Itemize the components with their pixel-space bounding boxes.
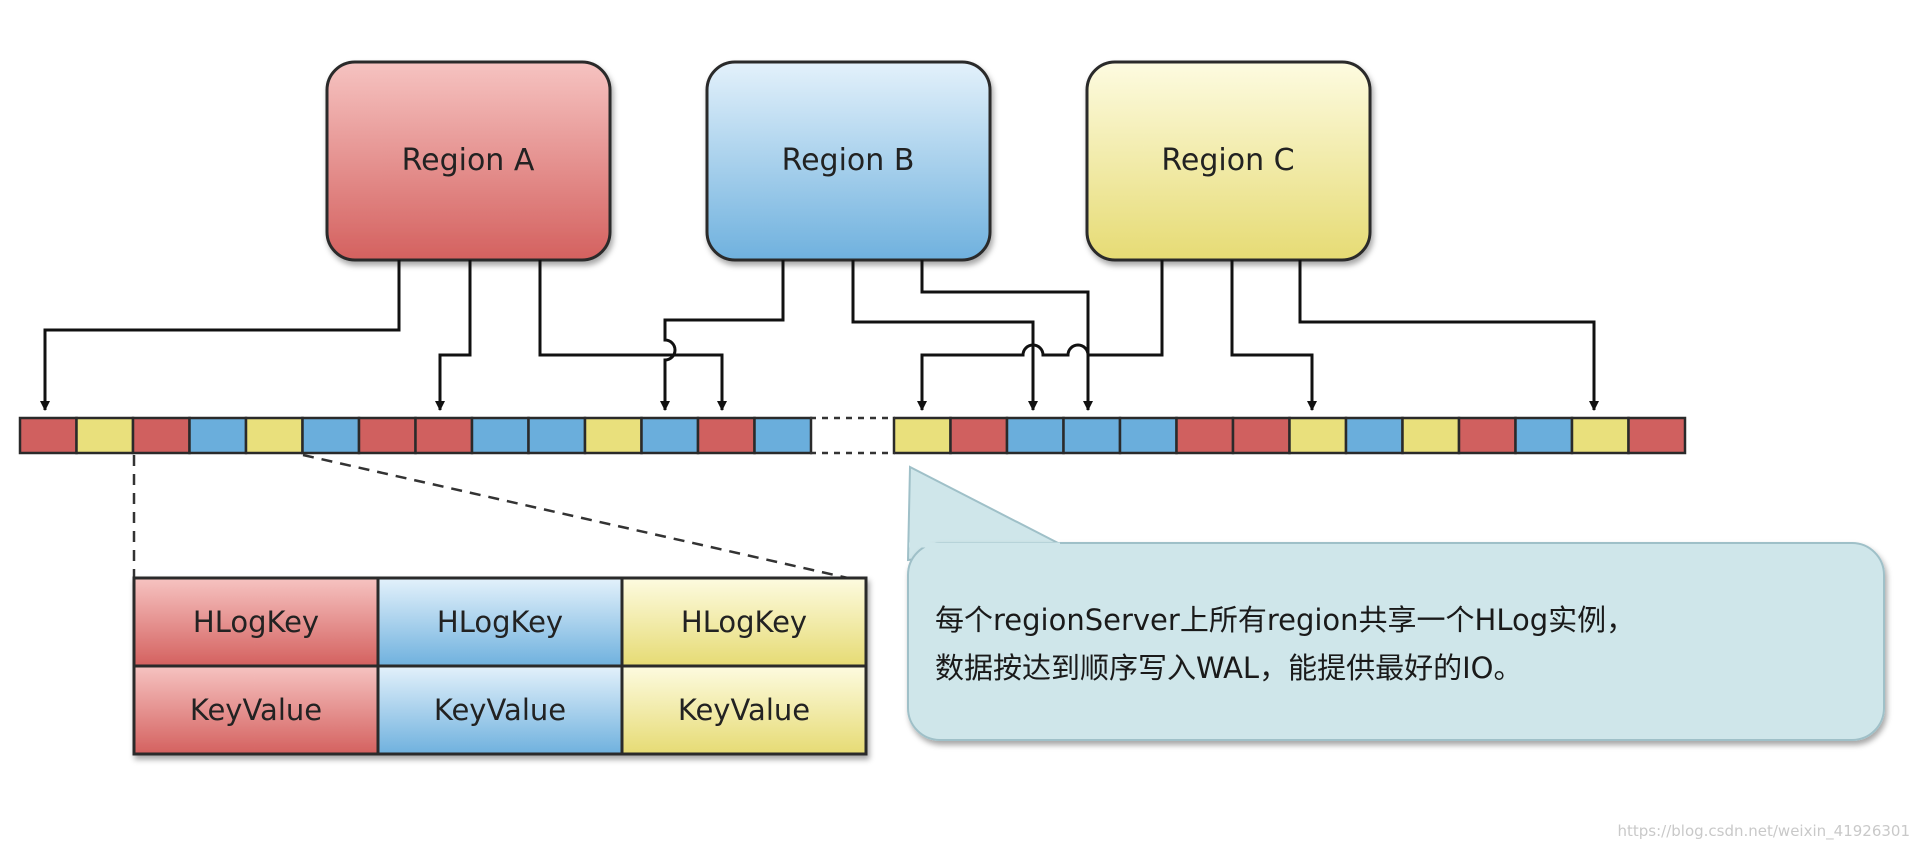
callout-line-1: 每个regionServer上所有region共享一个HLog实例， — [935, 603, 1635, 637]
log-cell-yellow — [244, 416, 304, 455]
log-cell-blue — [188, 416, 248, 455]
log-cell-red — [949, 416, 1009, 455]
log-cell-blue — [1062, 416, 1122, 455]
log-cell-red — [131, 416, 191, 455]
log-cell-red — [18, 416, 78, 455]
connector-arrows — [40, 260, 1599, 411]
log-cell-yellow — [583, 416, 643, 455]
keyvalue-label: KeyValue — [190, 693, 322, 727]
hlogkey-label: HLogKey — [193, 605, 319, 639]
region-c-box: Region C — [1085, 60, 1372, 262]
arrow-c-2 — [1230, 260, 1317, 411]
arrow-a-3 — [538, 260, 727, 411]
log-cell-yellow — [1288, 416, 1348, 455]
arrow-b-1 — [660, 260, 785, 411]
region-a-box: Region A — [325, 60, 612, 262]
log-cell-blue — [1005, 416, 1065, 455]
log-cell-red — [1175, 416, 1235, 455]
log-cell-blue — [1514, 416, 1574, 455]
zoom-lines — [132, 453, 849, 580]
log-cell-red — [414, 416, 474, 455]
callout-line-2: 数据按达到顺序写入WAL，能提供最好的IO。 — [935, 651, 1522, 685]
arrow-b-2 — [851, 260, 1038, 411]
arrow-b-3 — [920, 260, 1093, 411]
log-gap — [810, 416, 895, 455]
arrow-c-1 — [917, 260, 1164, 411]
log-cell-red — [357, 416, 417, 455]
log-cell-yellow — [75, 416, 135, 455]
log-cell-blue — [1118, 416, 1178, 455]
entry-cell-yellow — [620, 664, 868, 756]
watermark: https://blog.csdn.net/weixin_41926301 — [1617, 822, 1910, 841]
callout: 每个regionServer上所有region共享一个HLog实例， 数据按达到… — [906, 465, 1885, 741]
region-a-label: Region A — [402, 143, 535, 178]
region-c-label: Region C — [1161, 143, 1294, 178]
arrow-a-2 — [435, 260, 472, 411]
log-cell-red — [696, 416, 756, 455]
hlogkey-label: HLogKey — [437, 605, 563, 639]
log-cell-yellow — [1570, 416, 1630, 455]
keyvalue-label: KeyValue — [434, 693, 566, 727]
log-cell-blue — [640, 416, 700, 455]
log-cell-blue — [527, 416, 587, 455]
log-cell-blue — [470, 416, 530, 455]
log-cell-blue — [753, 416, 813, 455]
region-b-label: Region B — [782, 143, 915, 178]
arrow-c-3 — [1298, 260, 1599, 411]
log-cell-yellow — [1401, 416, 1461, 455]
log-cell-red — [1627, 416, 1687, 455]
log-cell-red — [1231, 416, 1291, 455]
log-cell-red — [1457, 416, 1517, 455]
region-b-box: Region B — [705, 60, 992, 262]
log-cell-blue — [1344, 416, 1404, 455]
entry-cell-red — [132, 576, 380, 668]
hlog-strip — [18, 416, 1687, 455]
keyvalue-label: KeyValue — [678, 693, 810, 727]
arrow-a-1 — [40, 260, 401, 411]
log-cell-yellow — [892, 416, 952, 455]
log-cell-blue — [301, 416, 361, 455]
entry-cell-red — [132, 664, 380, 756]
hlogkey-label: HLogKey — [681, 605, 807, 639]
